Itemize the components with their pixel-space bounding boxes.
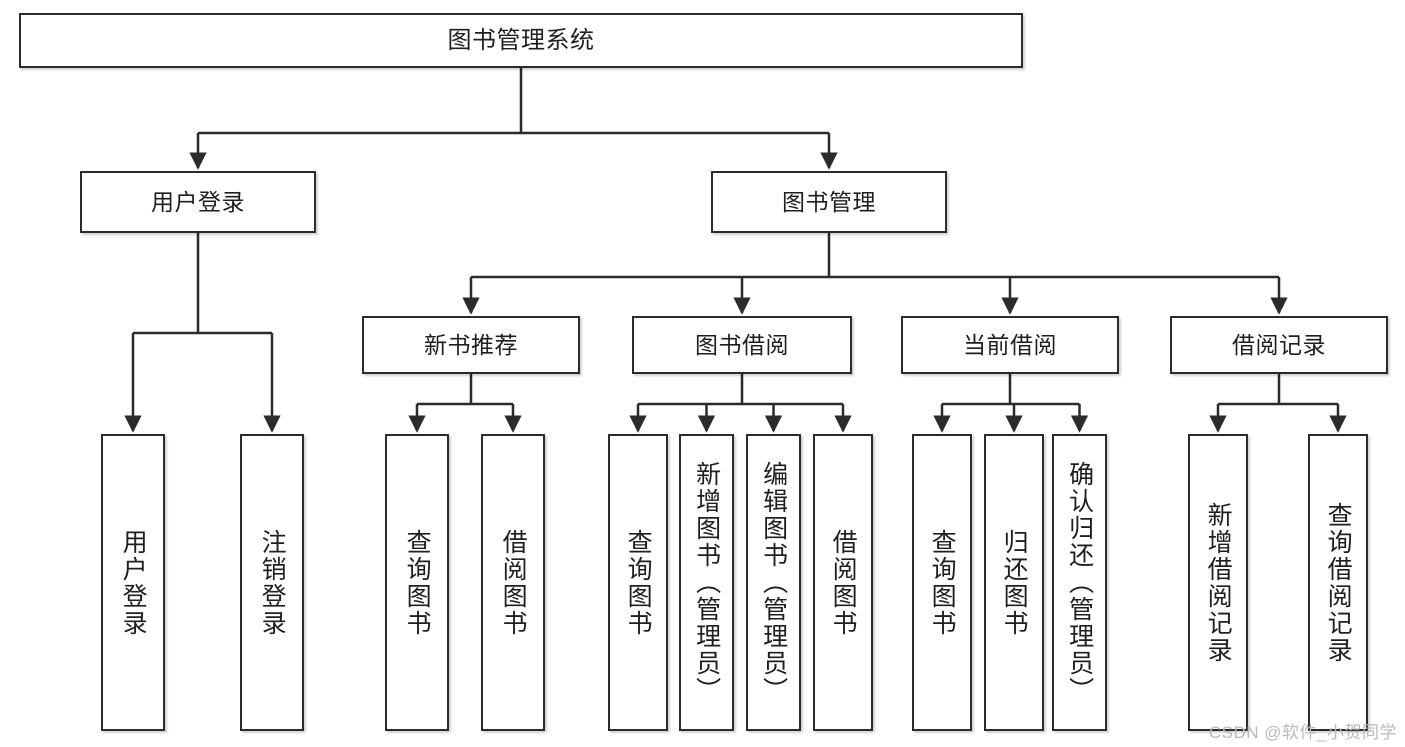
leaf-edit-book-admin[interactable]: 编辑图书（管理员） <box>746 434 801 731</box>
node-borrow-record[interactable]: 借阅记录 <box>1170 316 1388 374</box>
node-user-login[interactable]: 用户登录 <box>80 171 316 233</box>
leaf-logout-login[interactable]: 注销登录 <box>240 434 304 731</box>
node-label: 用户登录 <box>119 528 148 637</box>
node-label: 归还图书 <box>1000 528 1029 637</box>
node-label: 借阅图书 <box>499 528 528 637</box>
leaf-user-login[interactable]: 用户登录 <box>101 434 165 731</box>
node-label: 图书管理 <box>782 188 876 215</box>
node-label: 图书管理系统 <box>447 26 595 54</box>
leaf-confirm-return-admin[interactable]: 确认归还（管理员） <box>1052 434 1107 731</box>
node-root[interactable]: 图书管理系统 <box>19 13 1023 68</box>
leaf-query-book-1[interactable]: 查询图书 <box>385 434 449 731</box>
node-label: 查询图书 <box>403 528 432 637</box>
leaf-query-borrow-record[interactable]: 查询借阅记录 <box>1308 434 1368 731</box>
node-book-borrow[interactable]: 图书借阅 <box>632 316 852 374</box>
node-label: 注销登录 <box>258 528 287 637</box>
node-label: 新增借阅记录 <box>1204 501 1233 664</box>
leaf-query-book-3[interactable]: 查询图书 <box>912 434 972 731</box>
node-label: 查询图书 <box>928 528 957 637</box>
node-new-book-recommend[interactable]: 新书推荐 <box>362 316 580 374</box>
node-current-borrow[interactable]: 当前借阅 <box>901 316 1119 374</box>
node-label: 用户登录 <box>151 188 245 215</box>
leaf-borrow-book-1[interactable]: 借阅图书 <box>481 434 545 731</box>
node-label: 查询借阅记录 <box>1324 501 1353 664</box>
watermark-text: CSDN @软件_小贺同学 <box>1208 723 1397 742</box>
node-label: 确认归还（管理员） <box>1065 461 1094 704</box>
node-label: 借阅记录 <box>1232 331 1326 358</box>
leaf-return-book[interactable]: 归还图书 <box>984 434 1044 731</box>
leaf-add-book-admin[interactable]: 新增图书（管理员） <box>679 434 734 731</box>
node-label: 当前借阅 <box>963 331 1057 358</box>
node-label: 查询图书 <box>624 528 653 637</box>
leaf-borrow-book-2[interactable]: 借阅图书 <box>813 434 873 731</box>
leaf-query-book-2[interactable]: 查询图书 <box>608 434 668 731</box>
node-label: 编辑图书（管理员） <box>759 461 788 704</box>
leaf-add-borrow-record[interactable]: 新增借阅记录 <box>1188 434 1248 731</box>
node-label: 新增图书（管理员） <box>692 461 721 704</box>
node-label: 借阅图书 <box>829 528 858 637</box>
node-book-manage[interactable]: 图书管理 <box>711 171 947 233</box>
node-label: 新书推荐 <box>424 331 518 358</box>
node-label: 图书借阅 <box>695 331 789 358</box>
